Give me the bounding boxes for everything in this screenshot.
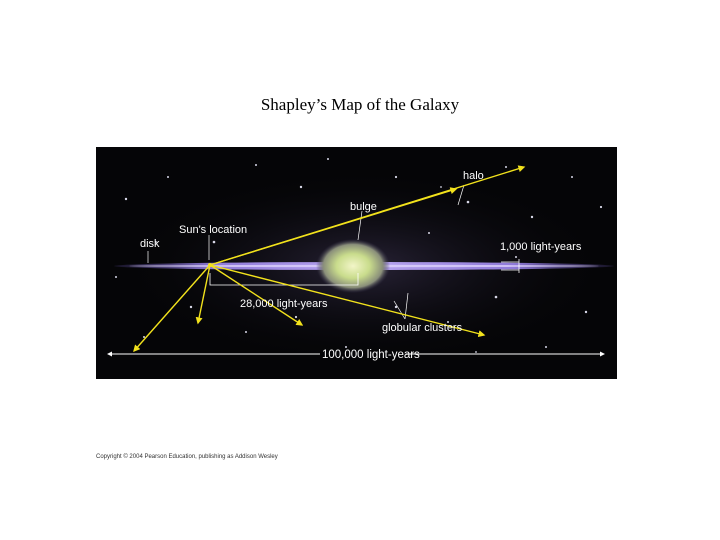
arrow-to-globular-cluster <box>209 264 486 338</box>
globular-clusters-label: globular clusters <box>382 322 463 334</box>
sun-distance-bracket <box>209 273 359 286</box>
distance-arrows <box>133 165 526 353</box>
galactic-bulge <box>316 239 390 293</box>
galaxy-diagram: halo bulge disk Sun's location 1,000 lig… <box>96 147 617 379</box>
sun-marker <box>208 263 212 267</box>
halo-label: halo <box>463 170 484 182</box>
disk-label: disk <box>140 238 160 250</box>
arrow-down <box>195 264 211 325</box>
arrow-to-lower-left <box>133 264 211 353</box>
slide-title: Shapley’s Map of the Galaxy <box>260 95 460 114</box>
halo-leader <box>457 184 465 206</box>
sun-distance-label: 28,000 light-years <box>240 298 328 310</box>
arrow-to-upper-cluster <box>209 187 458 266</box>
globular-leader-1 <box>393 300 406 320</box>
suns-location-label: Sun's location <box>179 224 247 236</box>
diameter-label: 100,000 light-years <box>322 349 420 361</box>
arrow-to-lower-cluster <box>209 264 304 326</box>
bulge-leader <box>357 210 363 241</box>
globular-clusters <box>115 158 603 353</box>
copyright-notice: Copyright © 2004 Pearson Education, publ… <box>96 454 278 460</box>
galaxy-figure: halo bulge disk Sun's location 1,000 lig… <box>96 147 617 379</box>
bulge-label: bulge <box>350 201 377 213</box>
thickness-label: 1,000 light-years <box>500 241 582 253</box>
